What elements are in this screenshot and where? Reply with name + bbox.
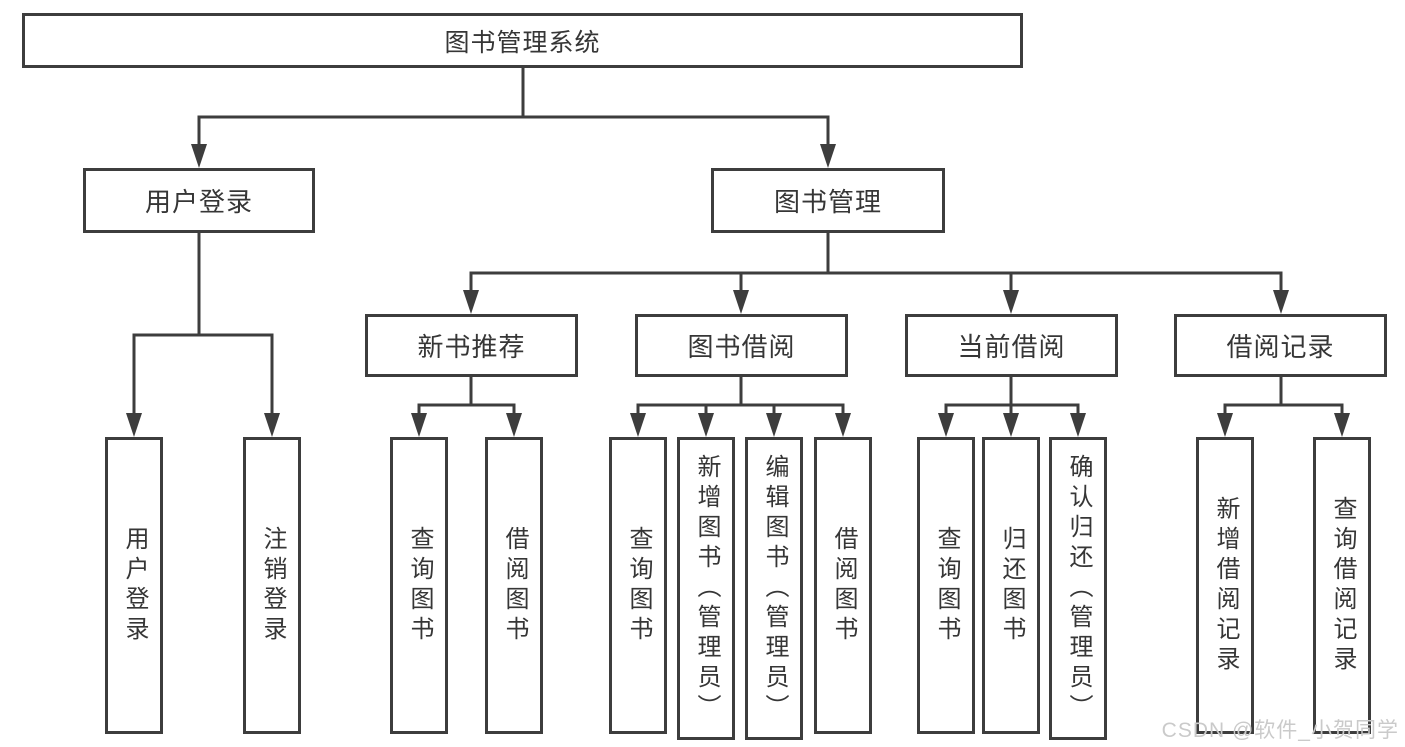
leaf-br-query-record: 查询借阅记录: [1313, 437, 1371, 734]
node-user-login-label: 用户登录: [144, 187, 253, 217]
edge-borrow-records-branch: [1217, 377, 1350, 437]
leaf-bb-edit-books-admin-label: 编辑图书（管理员）: [761, 453, 788, 724]
node-book-borrow-label: 图书借阅: [687, 332, 796, 362]
node-root-label: 图书管理系统: [444, 28, 601, 57]
leaf-nbr-borrow-books: 借阅图书: [485, 437, 543, 734]
leaf-cb-return-books-label: 归还图书: [998, 525, 1025, 646]
node-new-book-recommend: 新书推荐: [365, 314, 578, 377]
leaf-bb-edit-books-admin: 编辑图书（管理员）: [745, 437, 803, 740]
node-current-borrow-label: 当前借阅: [957, 332, 1066, 362]
leaf-logout: 注销登录: [243, 437, 301, 734]
leaf-cb-confirm-return-admin: 确认归还（管理员）: [1049, 437, 1107, 740]
leaf-bb-add-books-admin: 新增图书（管理员）: [677, 437, 735, 740]
leaf-br-add-record: 新增借阅记录: [1196, 437, 1254, 734]
leaf-logout-label: 注销登录: [259, 525, 286, 646]
leaf-user-login: 用户登录: [105, 437, 163, 734]
edge-book-mgmt-branch: [463, 232, 1289, 314]
edge-book-borrow-branch: [630, 377, 851, 437]
node-new-book-recommend-label: 新书推荐: [417, 332, 526, 362]
node-borrow-records: 借阅记录: [1174, 314, 1387, 377]
node-root: 图书管理系统: [22, 13, 1023, 68]
node-book-mgmt-label: 图书管理: [773, 187, 882, 217]
node-book-mgmt: 图书管理: [711, 168, 945, 233]
leaf-nbr-query-books-label: 查询图书: [406, 525, 433, 646]
edge-root-to-level2: [191, 68, 836, 168]
leaf-bb-borrow-books: 借阅图书: [814, 437, 872, 734]
edge-current-borrow-branch: [938, 377, 1086, 437]
node-book-borrow: 图书借阅: [635, 314, 848, 377]
leaf-user-login-label: 用户登录: [121, 525, 148, 646]
leaf-bb-query-books: 查询图书: [609, 437, 667, 734]
edge-user-login-branch: [126, 233, 280, 437]
leaf-bb-add-books-admin-label: 新增图书（管理员）: [693, 453, 720, 724]
leaf-br-add-record-label: 新增借阅记录: [1212, 495, 1239, 676]
node-user-login: 用户登录: [83, 168, 315, 233]
leaf-bb-borrow-books-label: 借阅图书: [830, 525, 857, 646]
leaf-nbr-borrow-books-label: 借阅图书: [501, 525, 528, 646]
leaf-nbr-query-books: 查询图书: [390, 437, 448, 734]
leaf-bb-query-books-label: 查询图书: [625, 525, 652, 646]
csdn-watermark: CSDN @软件_小贺同学: [1161, 719, 1399, 742]
leaf-cb-confirm-return-admin-label: 确认归还（管理员）: [1065, 453, 1092, 724]
node-current-borrow: 当前借阅: [905, 314, 1118, 377]
leaf-cb-query-books-label: 查询图书: [933, 525, 960, 646]
node-borrow-records-label: 借阅记录: [1226, 332, 1335, 362]
leaf-cb-query-books: 查询图书: [917, 437, 975, 734]
edge-new-book-branch: [411, 377, 522, 437]
leaf-cb-return-books: 归还图书: [982, 437, 1040, 734]
leaf-br-query-record-label: 查询借阅记录: [1329, 495, 1356, 676]
